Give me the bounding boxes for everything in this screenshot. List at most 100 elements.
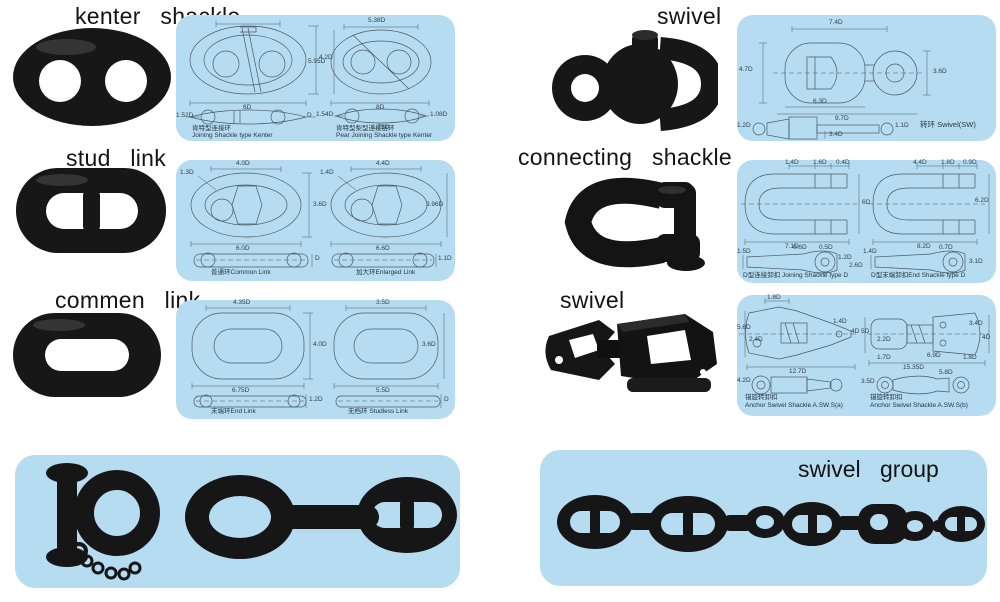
dim-label: 6.0D [236, 245, 250, 252]
swivel-group-photo [557, 495, 985, 552]
dim-label: 4.4D [376, 160, 390, 167]
dim-label: 3.6D [933, 68, 947, 75]
dim-label: 2.4D [749, 336, 763, 343]
drawing-label-en: Anchor Swivel Shackle A.SW.S(a) [745, 402, 843, 409]
swivel-mid-photo [535, 298, 725, 403]
drawing-label: 末端环End Link [211, 408, 256, 415]
dim-label: 1.8D [963, 354, 977, 361]
dim-label: 1.75D [372, 124, 390, 131]
dim-label: 2.6D [849, 262, 863, 269]
dim-label: 1.8D [941, 159, 955, 166]
drawing-label-en: Anchor Swivel Shackle A.SW.S(b) [870, 402, 968, 409]
dim-label: 1.1D [895, 122, 909, 129]
kenter-technical-drawing [186, 21, 432, 130]
swivel-group-title: swivel group [798, 456, 939, 482]
dim-label: 4.7D [739, 66, 753, 73]
drawing-label: D型连接卸扣 Joining Shackle type D [743, 272, 849, 279]
dim-label: 1.52D [176, 112, 194, 119]
drawing-label: 转环 Swivel(SW) [920, 120, 976, 129]
drawing-label: D型末端卸扣End Shackle type D [871, 272, 966, 279]
connecting-shackle-photo [552, 166, 714, 274]
swivel-mid-title: swivel [560, 287, 625, 313]
connecting-shackle-technical-drawing [741, 163, 990, 274]
dim-label: 3.6D [313, 201, 327, 208]
dim-label: 5.38D [368, 17, 386, 24]
dim-label: 0.6D [793, 244, 807, 251]
dim-label: 3.1D [969, 258, 983, 265]
dim-label: 0.9D [963, 159, 977, 166]
drawing-label-en: Joining Shackle type Kenter [192, 132, 273, 139]
dim-label: 4.35D [233, 299, 251, 306]
kenter-drawing-panel: 4.2D 6D 1.52D D 5.38D 5.95D 8D 1.54D 1.0… [176, 15, 455, 141]
dim-label: 4D [982, 334, 991, 341]
commen-link-photo [5, 303, 167, 403]
dim-label: 4.2D [319, 54, 333, 61]
dim-label: 4.0D [236, 160, 250, 167]
dim-label: D [307, 112, 312, 119]
stud-link-technical-drawing [190, 166, 448, 268]
shackle-chain-photo [46, 463, 457, 581]
dim-label: 0.4D [836, 159, 850, 166]
dim-label: 4D [851, 328, 860, 335]
dim-label: 3.6D [422, 341, 436, 348]
drawing-label-cn: 肯特型连接环 [192, 125, 231, 132]
dim-label: 5.5D [376, 387, 390, 394]
dim-label: 0.5D [819, 244, 833, 251]
dim-label: D [315, 255, 320, 262]
dim-label: 1.4D [785, 159, 799, 166]
dim-label: 1.2D [838, 254, 852, 261]
swivel-technical-drawing [752, 26, 931, 140]
dim-label: 6.2D [975, 197, 989, 204]
dim-label: 3.4D [969, 320, 983, 327]
dim-label: D [444, 396, 449, 403]
dim-label: 12.7D [789, 368, 807, 375]
stud-link-drawing-panel: 4.0D 1.3D 3.6D 6.0D D 4.4D 1.4D 3.96D 6.… [176, 160, 455, 281]
dim-label: 1.8D [767, 294, 781, 301]
drawing-label-en: Pear Joining Shackle type Kenter [336, 132, 433, 139]
dim-label: 6D [243, 104, 252, 111]
dim-label: 1.54D [316, 111, 334, 118]
dim-label: 2.2D [877, 336, 891, 343]
dim-label: 1.4D [833, 318, 847, 325]
swivel-top-drawing-panel: 7.4D 4.7D 3.6D 6.3D 9.7D 1.2D 1.1D 3.4D … [737, 15, 996, 141]
dim-label: 7.4D [829, 19, 843, 26]
dim-label: 1.6D [813, 159, 827, 166]
dim-label: 1.1D [438, 255, 452, 262]
dim-label: 5.6D [737, 324, 751, 331]
dim-label: 6D [862, 199, 871, 206]
drawing-label: 无档环 Studless Link [348, 408, 408, 415]
dim-label: 3.5D [376, 299, 390, 306]
dim-label: 4.2D [737, 377, 751, 384]
stud-link-title: stud link [66, 145, 167, 171]
dim-label: 8.2D [917, 243, 931, 250]
dim-label: 1.7D [877, 354, 891, 361]
dim-label: 4.4D [913, 159, 927, 166]
dim-label: 3.96D [426, 201, 444, 208]
dim-label: 6.75D [232, 387, 250, 394]
swivel-top-photo [540, 22, 718, 134]
drawing-label: 加大环Enlarged Link [356, 269, 416, 276]
dim-label: 3.4D [829, 131, 843, 138]
dim-label: 9.7D [835, 115, 849, 122]
commen-link-title: commen link [55, 287, 201, 313]
stud-link-photo [10, 163, 172, 258]
dim-label: 1.4D [863, 248, 877, 255]
dim-label: 7.1D [785, 243, 799, 250]
drawing-label-cn: 肯特型梨型连接链环 [336, 125, 395, 132]
commen-link-drawing-panel: 4.35D 4.0D 6.75D 1.2D 3.5D 3.6D 5.5D D 末… [176, 299, 455, 419]
dim-label: 3.5D [861, 378, 875, 385]
dim-label: 8D [376, 104, 385, 111]
anchor-swivel-drawing-panel: 1.8D 5.6D 2.4D 1.4D 4D 12.7D 4.2D 5D 2.2… [737, 294, 996, 416]
dim-label: 1.2D [737, 122, 751, 129]
dim-label: 1.5D [737, 248, 751, 255]
connecting-shackle-drawing-panel: 1.4D 1.6D 0.4D 6D 7.1D 1.5D 0.6D 0.5D 1.… [737, 159, 996, 283]
dim-label: 1.2D [309, 396, 323, 403]
dim-label: 6.9D [927, 352, 941, 359]
dim-label: 5.8D [939, 369, 953, 376]
dim-label: 0.7D [939, 244, 953, 251]
dim-label: 1.3D [180, 169, 194, 176]
commen-link-technical-drawing [191, 305, 445, 408]
drawing-label: 普通环Common Link [211, 269, 271, 276]
swivel-group-panel: swivel group [540, 450, 987, 586]
